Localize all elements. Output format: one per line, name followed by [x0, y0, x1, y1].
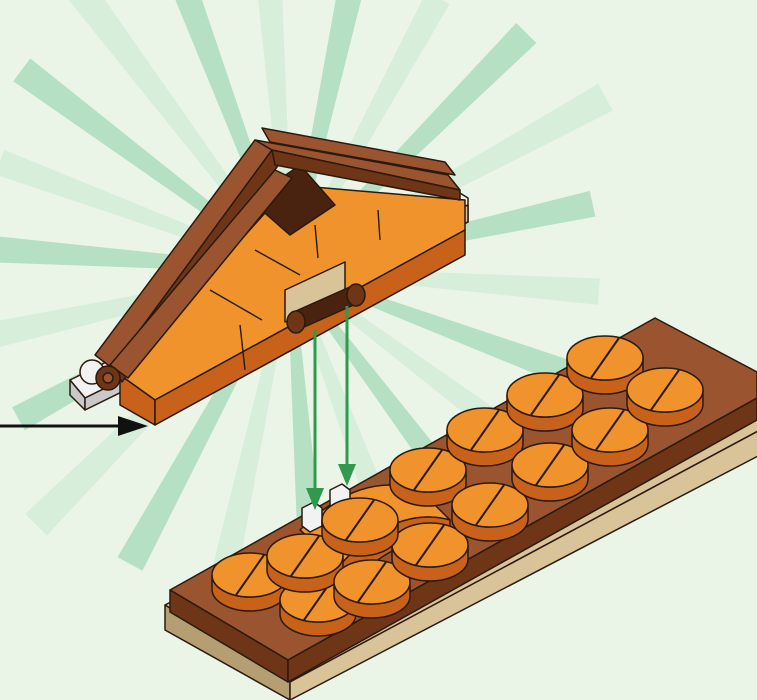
round-tile	[392, 523, 468, 581]
clip-left	[302, 502, 322, 532]
round-tile	[322, 498, 398, 556]
round-tile	[627, 368, 703, 426]
round-tile	[452, 483, 528, 541]
